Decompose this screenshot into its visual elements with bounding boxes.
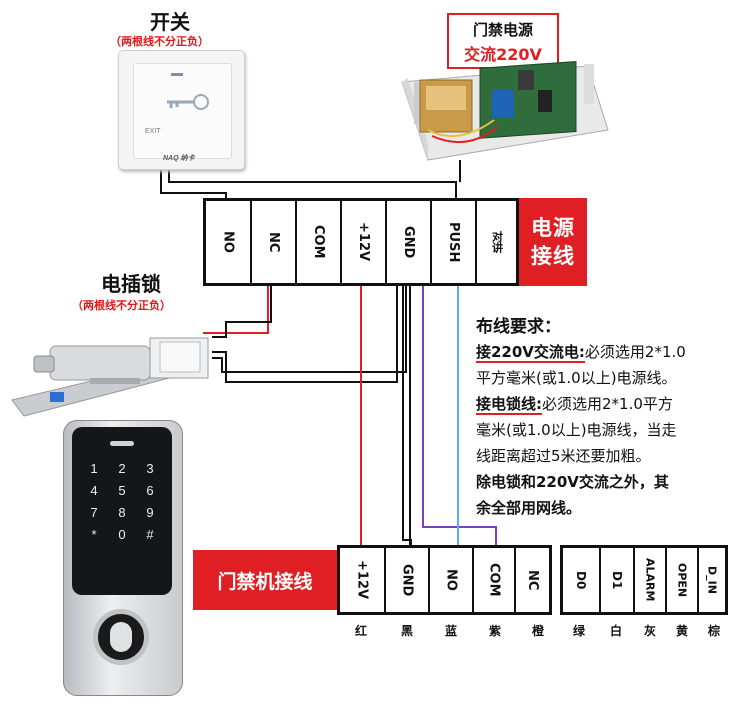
lock-title: 电插锁 — [101, 272, 161, 296]
key-8[interactable]: 8 — [118, 505, 126, 520]
power-supply-title: 门禁电源 — [472, 21, 533, 39]
requirements-heading: 布线要求： — [476, 317, 561, 337]
exit-plate-text: EXIT — [145, 128, 161, 135]
power-pin-push: PUSH — [446, 221, 461, 263]
power-supply-label-box: 门禁电源 交流220V — [447, 13, 559, 69]
ctrl-pin-d1: D1 — [610, 570, 624, 590]
wire-color-green: 绿 — [572, 624, 585, 638]
ctrl-pin-nc: NC — [525, 569, 540, 591]
ctrl-pin-12v: +12V — [354, 560, 370, 600]
power-supply-subtitle: 交流220V — [464, 45, 542, 64]
key-hash[interactable]: # — [146, 527, 154, 542]
key-5[interactable]: 5 — [118, 483, 126, 498]
ctrl-pin-gnd: GND — [399, 563, 415, 597]
wire-color-brown: 棕 — [707, 624, 720, 638]
power-supply-image — [401, 61, 609, 161]
key-9[interactable]: 9 — [146, 505, 154, 520]
power-pin-intercom: 对讲 — [490, 231, 504, 253]
wire-color-yellow: 黄 — [675, 624, 688, 638]
req-lock-title: 接电锁线: — [476, 395, 542, 415]
wire-color-black: 黑 — [400, 624, 413, 638]
wire-lock-nc — [212, 285, 272, 338]
wire-switch-push — [168, 168, 457, 200]
power-terminal-label: 电源接线 — [519, 198, 587, 286]
electric-lock-image — [11, 337, 209, 417]
wiring-requirements: 布线要求： 接220V交流电:必须选用2*1.0 平方毫米(或1.0以上)电源线… — [476, 312, 746, 521]
controller-terminal-group-2: D0 D1 ALARM OPEN D_IN — [560, 545, 728, 615]
ctrl-pin-din: D_IN — [705, 566, 719, 594]
wire-switch-no — [160, 168, 227, 200]
controller-terminal-label: 门禁机接线 — [193, 550, 337, 610]
key-1[interactable]: 1 — [90, 461, 98, 476]
power-pin-12v: +12V — [356, 222, 371, 262]
ctrl-pin-open: OPEN — [675, 562, 689, 598]
fingerprint-sensor[interactable] — [93, 609, 149, 665]
wire-color-orange: 橙 — [531, 624, 544, 638]
power-terminal-block: NO NC COM +12V GND PUSH 对讲 — [203, 198, 519, 286]
key-2[interactable]: 2 — [118, 461, 126, 476]
card-reader-indicator — [110, 441, 134, 446]
ctrl-pin-no: NO — [443, 569, 459, 591]
power-pin-no: NO — [220, 231, 236, 253]
keypad-grid: 1 2 3 4 5 6 7 8 9 * 0 # — [80, 461, 164, 542]
switch-note: （两根线不分正负） — [110, 35, 209, 48]
ctrl-pin-d0: D0 — [574, 570, 588, 590]
power-pin-gnd: GND — [401, 225, 416, 259]
key-3[interactable]: 3 — [146, 461, 154, 476]
controller-terminal-group-1: +12V GND NO COM NC — [337, 545, 552, 615]
switch-title: 开关 — [150, 10, 190, 34]
switch-brand: NAQ 纳卡 — [163, 155, 195, 162]
key-7[interactable]: 7 — [90, 505, 98, 520]
wire-lock-black-2 — [212, 285, 407, 373]
access-keypad-device: 1 2 3 4 5 6 7 8 9 * 0 # — [63, 420, 183, 696]
wire-color-gray: 灰 — [643, 624, 656, 638]
power-pin-nc: NC — [266, 231, 281, 253]
wire-lock-red — [203, 285, 269, 334]
lock-note: （两根线不分正负） — [72, 299, 171, 312]
ctrl-pin-alarm: ALARM — [643, 558, 657, 602]
keypad-screen: 1 2 3 4 5 6 7 8 9 * 0 # — [72, 427, 172, 595]
key-icon — [167, 94, 209, 110]
key-4[interactable]: 4 — [90, 483, 98, 498]
wire-color-red: 红 — [354, 624, 367, 638]
wire-purple-com — [422, 285, 497, 552]
fingerprint-icon — [110, 622, 132, 652]
power-pin-com: COM — [311, 225, 326, 259]
key-6[interactable]: 6 — [146, 483, 154, 498]
ctrl-pin-com: COM — [486, 563, 502, 597]
req-ac-title: 接220V交流电: — [476, 343, 585, 363]
key-0[interactable]: 0 — [118, 527, 126, 542]
wire-color-purple: 紫 — [488, 624, 501, 638]
exit-switch-image: EXIT NAQ 纳卡 — [118, 50, 245, 170]
wire-color-blue: 蓝 — [444, 624, 457, 638]
key-star[interactable]: * — [91, 527, 97, 542]
wire-color-white: 白 — [609, 624, 622, 638]
wire-lock-black — [212, 285, 398, 383]
